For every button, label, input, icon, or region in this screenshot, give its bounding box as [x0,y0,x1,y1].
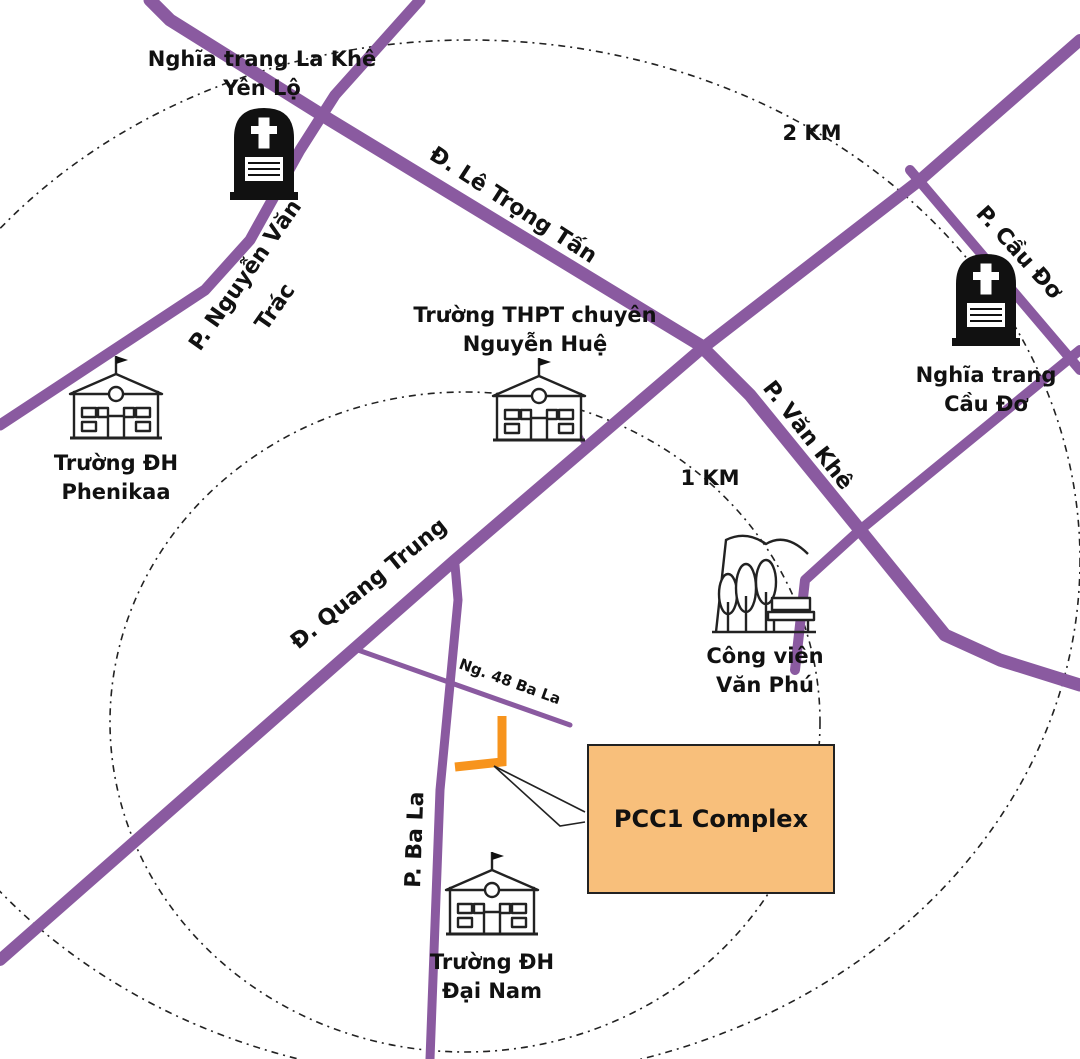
poi-label-university-dai-nam-1: Trường ĐH [430,950,554,974]
road-quang-trung [0,34,1080,966]
tombstone-icon [951,253,1021,347]
poi-label-cemetery-cau-do-1: Nghĩa trang [916,363,1057,387]
road-label-nguyen-van-trac-1: P. Nguyễn Văn [184,195,307,355]
school-icon [444,850,540,936]
poi-label-park-van-phu-1: Công viên [706,644,823,668]
poi-label-park-van-phu-2: Văn Phú [716,673,814,697]
site-marker [454,716,507,772]
ring-label-2km: 2 KM [782,121,841,145]
poi-label-university-phenikaa-1: Trường ĐH [54,451,178,475]
poi-label-university-dai-nam-2: Đại Nam [442,979,542,1003]
road-ngo-48-ba-la [355,647,573,728]
ring-label-1km: 1 KM [680,466,739,490]
road-le-trong-tan [143,0,1080,692]
poi-label-school-nguyen-hue-1: Trường THPT chuyên [413,303,656,327]
project-callout-box: PCC1 Complex [587,744,835,894]
ring-2km [0,39,1080,1059]
project-label: PCC1 Complex [613,805,809,833]
poi-label-school-nguyen-hue-2: Nguyễn Huệ [463,332,608,356]
poi-label-cemetery-la-khe-1: Nghĩa trang La Khê [148,47,376,71]
road-label-le-trong-tan: Đ. Lê Trọng Tấn [425,142,601,269]
poi-label-university-phenikaa-2: Phenikaa [61,480,170,504]
poi-label-cemetery-cau-do-2: Cầu Đơ [944,392,1028,416]
poi-label-cemetery-la-khe-2: Yên Lộ [222,76,301,100]
site-callout [493,765,586,827]
road-label-ngo-48-ba-la: Ng. 48 Ba La [457,655,563,708]
school-icon [491,356,587,442]
tombstone-icon [229,107,299,201]
road-ba-la [425,560,463,1059]
road-label-nguyen-van-trac-2: Trác [250,279,300,335]
road-label-ba-la: P. Ba La [401,791,429,888]
ring-1km [109,391,821,1053]
road-label-van-khe: P. Văn Khê [757,376,857,495]
road-cau-do-branch [790,345,1080,675]
